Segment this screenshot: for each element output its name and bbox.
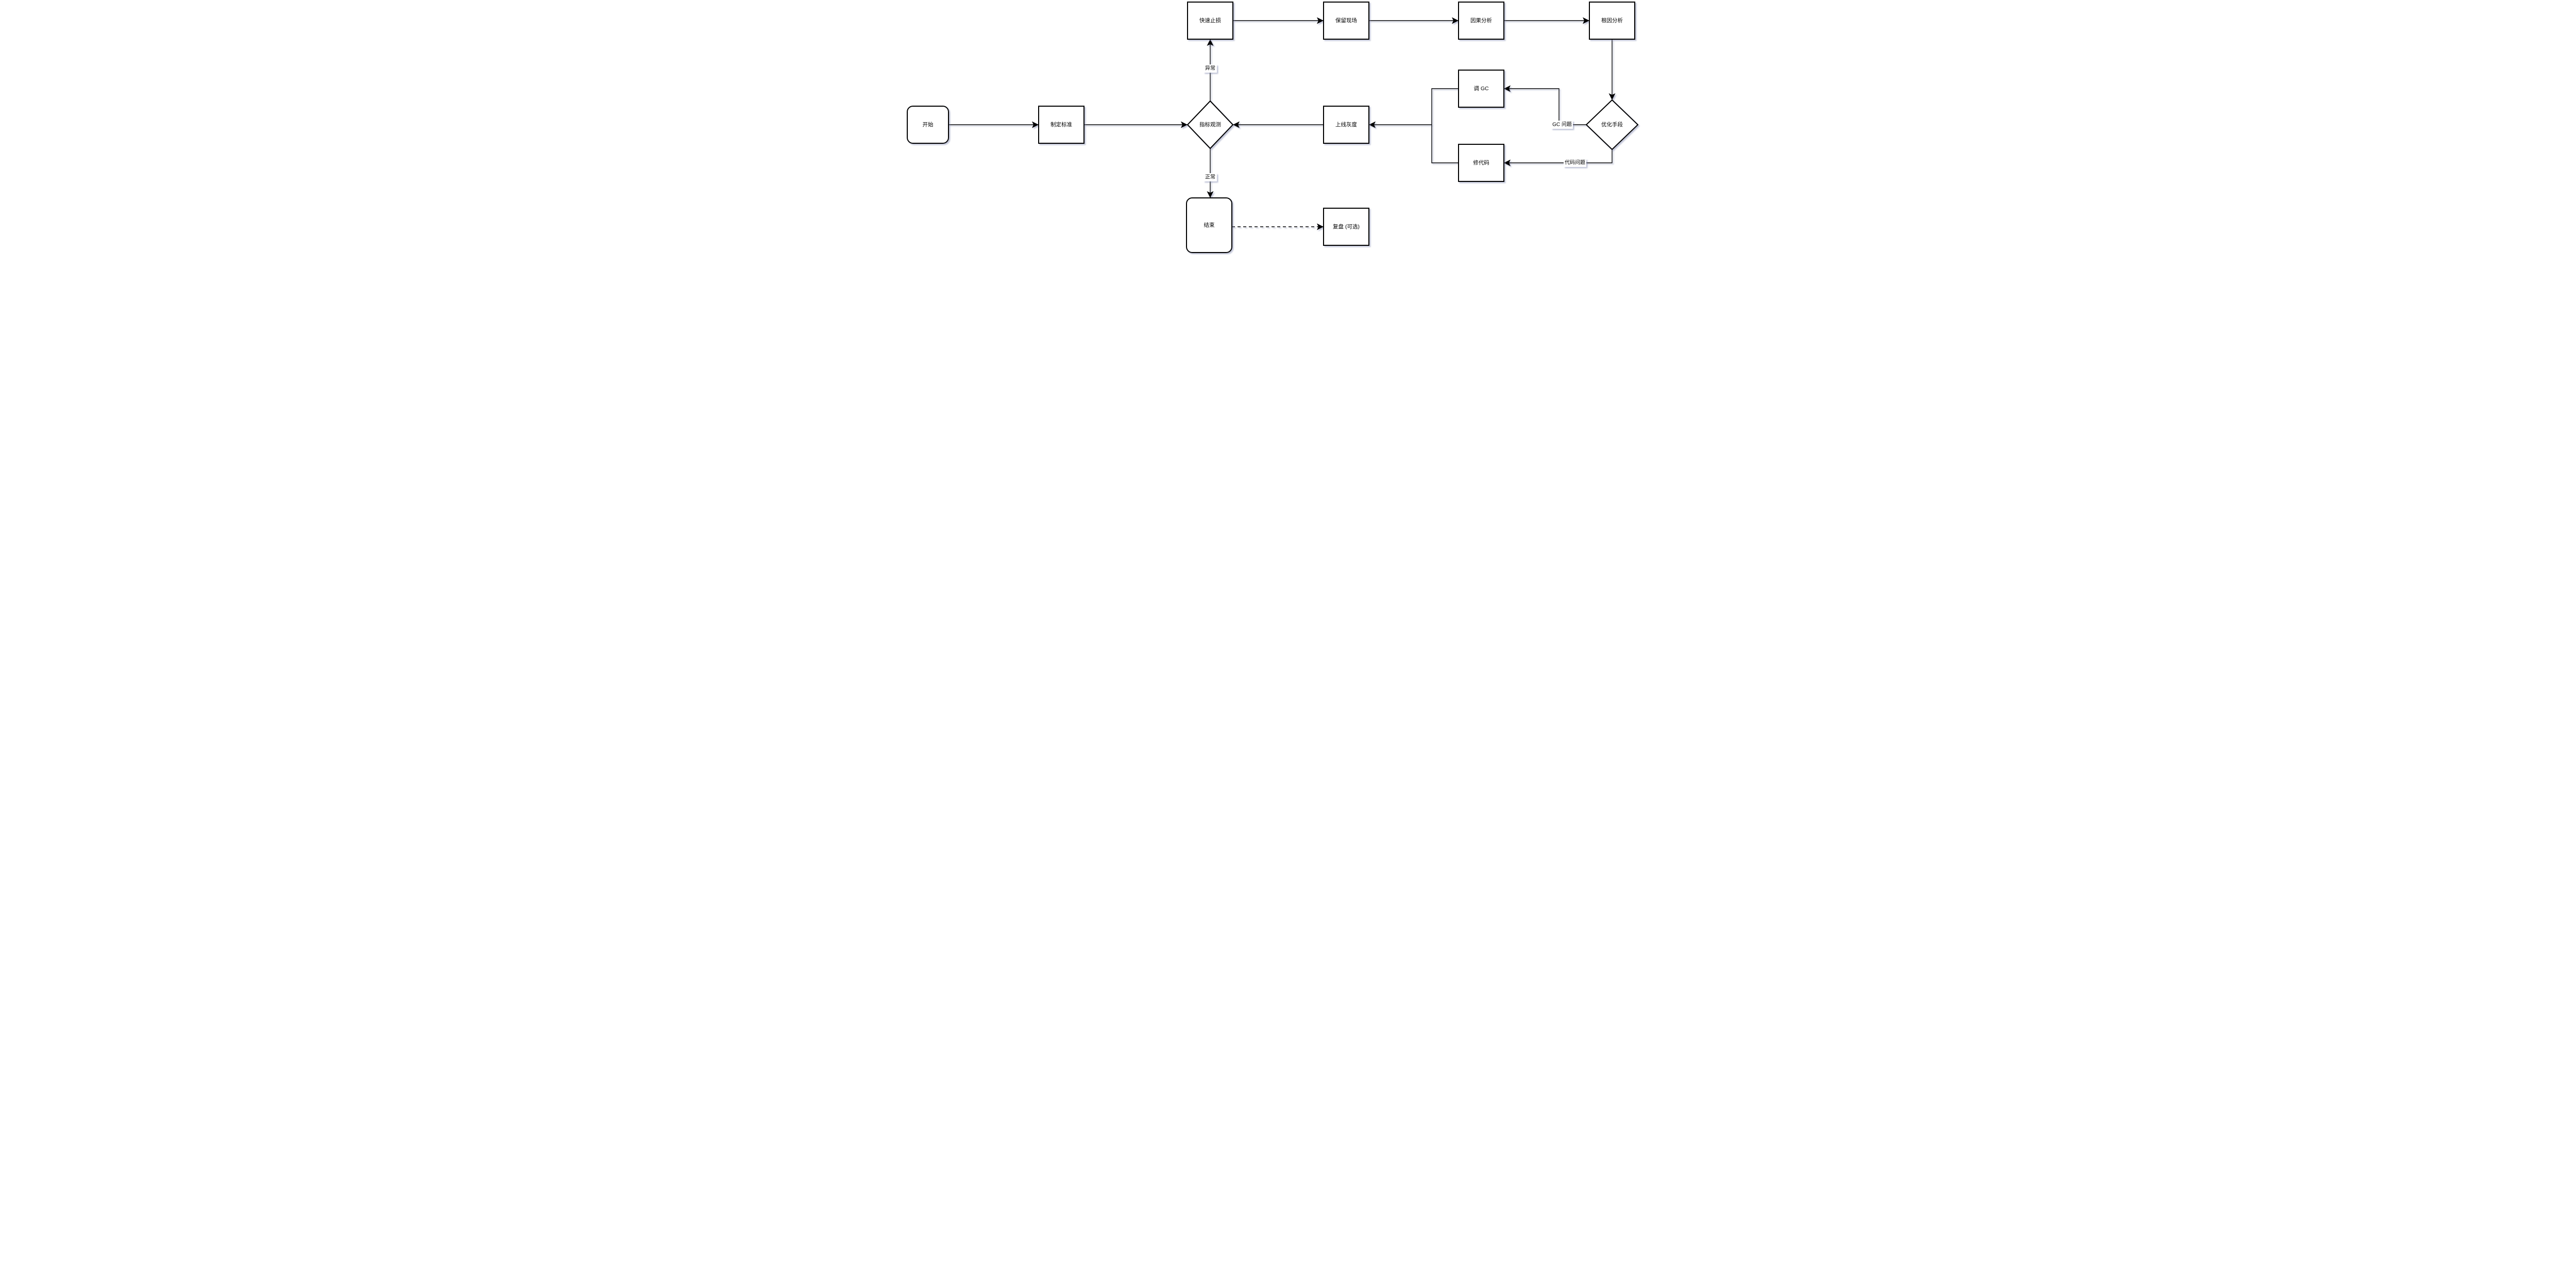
node-end-shape [1186, 197, 1232, 253]
flowchart-canvas: 开始 制定标准 快速止损 保留现场 因果分析 根因分析 指标观测 [907, 2, 1639, 253]
node-root-cause-analysis-label: 根因分析 [1601, 17, 1623, 24]
node-start: 开始 [907, 106, 949, 144]
edge-label-code-issue-chip [1564, 159, 1586, 167]
node-end-label: 结束 [1204, 222, 1215, 228]
node-causal-analysis: 因果分析 [1458, 2, 1504, 40]
edge-label-normal-chip [1204, 173, 1217, 181]
edge-tune-gc-to-merge-rail [1431, 88, 1459, 125]
node-start-label: 开始 [923, 121, 934, 128]
node-review-shape [1323, 208, 1369, 246]
node-start-shape [907, 106, 949, 144]
node-fix-code: 修代码 [1458, 144, 1504, 182]
node-root-cause-analysis-shape [1589, 2, 1635, 40]
node-root-cause-analysis: 根因分析 [1589, 2, 1635, 40]
edge-label-gc-issue-chip [1551, 121, 1573, 129]
node-end: 结束 [1186, 197, 1232, 253]
edge-label-abnormal: 异常 [1204, 64, 1217, 73]
edge-fix-code-to-merge-rail [1431, 125, 1459, 163]
edge-labels-layer: 异常 正常 GC 问题 代码问题 [1204, 64, 1586, 181]
node-preserve-scene-label: 保留现场 [1335, 17, 1357, 24]
node-causal-analysis-label: 因果分析 [1470, 17, 1493, 24]
edge-label-normal-text: 正常 [1205, 174, 1215, 180]
edge-label-code-issue: 代码问题 [1564, 159, 1586, 167]
node-online-gray-label: 上线灰度 [1335, 121, 1358, 128]
node-online-gray-shape [1323, 106, 1369, 144]
node-optimize-method-label: 优化手段 [1601, 121, 1623, 128]
node-define-standard-label: 制定标准 [1050, 121, 1072, 128]
nodes-layer: 开始 制定标准 快速止损 保留现场 因果分析 根因分析 指标观测 [907, 2, 1639, 253]
node-online-gray: 上线灰度 [1323, 106, 1369, 144]
node-fix-code-shape [1458, 144, 1504, 182]
node-optimize-method: 优化手段 [1585, 99, 1639, 150]
node-tune-gc-label: 调 GC [1473, 86, 1489, 92]
node-tune-gc: 调 GC [1458, 70, 1504, 108]
node-metric-watch-label: 指标观测 [1199, 121, 1221, 128]
node-review: 复盘 (可选) [1323, 208, 1369, 246]
node-define-standard: 制定标准 [1038, 106, 1084, 144]
edge-label-gc-issue: GC 问题 [1551, 121, 1573, 129]
edge-label-abnormal-text: 异常 [1205, 65, 1215, 72]
node-optimize-method-shape [1585, 99, 1639, 150]
diagram-page: 开始 制定标准 快速止损 保留现场 因果分析 根因分析 指标观测 [904, 0, 1672, 255]
node-quick-stop-loss: 快速止损 [1187, 2, 1233, 40]
node-fix-code-label: 修代码 [1473, 159, 1489, 166]
edge-label-normal: 正常 [1204, 173, 1217, 181]
node-quick-stop-loss-label: 快速止损 [1199, 17, 1222, 24]
edge-optimize-method-to-tune-gc [1504, 85, 1586, 125]
node-metric-watch: 指标观测 [1187, 100, 1234, 149]
node-metric-watch-shape [1187, 100, 1234, 149]
edge-label-code-issue-text: 代码问题 [1565, 159, 1585, 166]
edge-label-gc-issue-text: GC 问题 [1552, 121, 1572, 128]
edge-optimize-method-to-fix-code [1504, 149, 1613, 166]
node-define-standard-shape [1038, 106, 1084, 144]
node-tune-gc-shape [1458, 70, 1504, 108]
node-causal-analysis-shape [1458, 2, 1504, 40]
edge-label-abnormal-chip [1204, 64, 1217, 73]
node-preserve-scene-shape [1323, 2, 1369, 40]
node-review-label: 复盘 (可选) [1333, 223, 1360, 230]
node-preserve-scene: 保留现场 [1323, 2, 1369, 40]
node-quick-stop-loss-shape [1187, 2, 1233, 40]
